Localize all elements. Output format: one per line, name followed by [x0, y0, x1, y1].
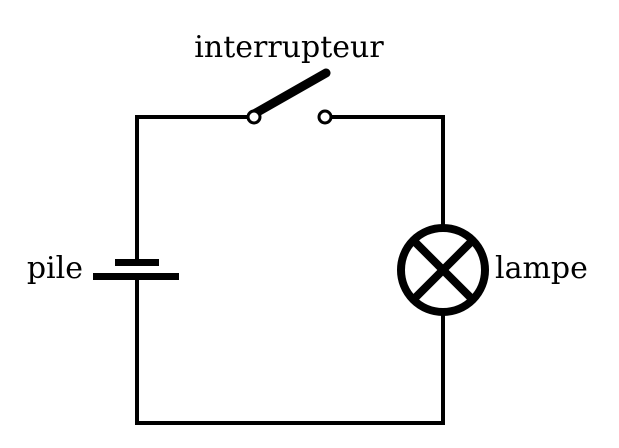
battery-label: pile [27, 251, 83, 286]
switch-lever [249, 68, 331, 119]
lamp-label: lampe [495, 251, 588, 286]
battery-short-plate [115, 259, 159, 266]
lamp-symbol [397, 224, 489, 316]
battery-long-plate [93, 273, 179, 280]
switch-label: interrupteur [194, 30, 384, 65]
switch-pivot-terminal [246, 109, 262, 125]
switch-symbol [246, 68, 333, 125]
switch-contact-terminal [317, 109, 333, 125]
lamp-cross-b [411, 238, 475, 302]
lamp-circle [397, 224, 489, 316]
battery-symbol [93, 259, 179, 280]
